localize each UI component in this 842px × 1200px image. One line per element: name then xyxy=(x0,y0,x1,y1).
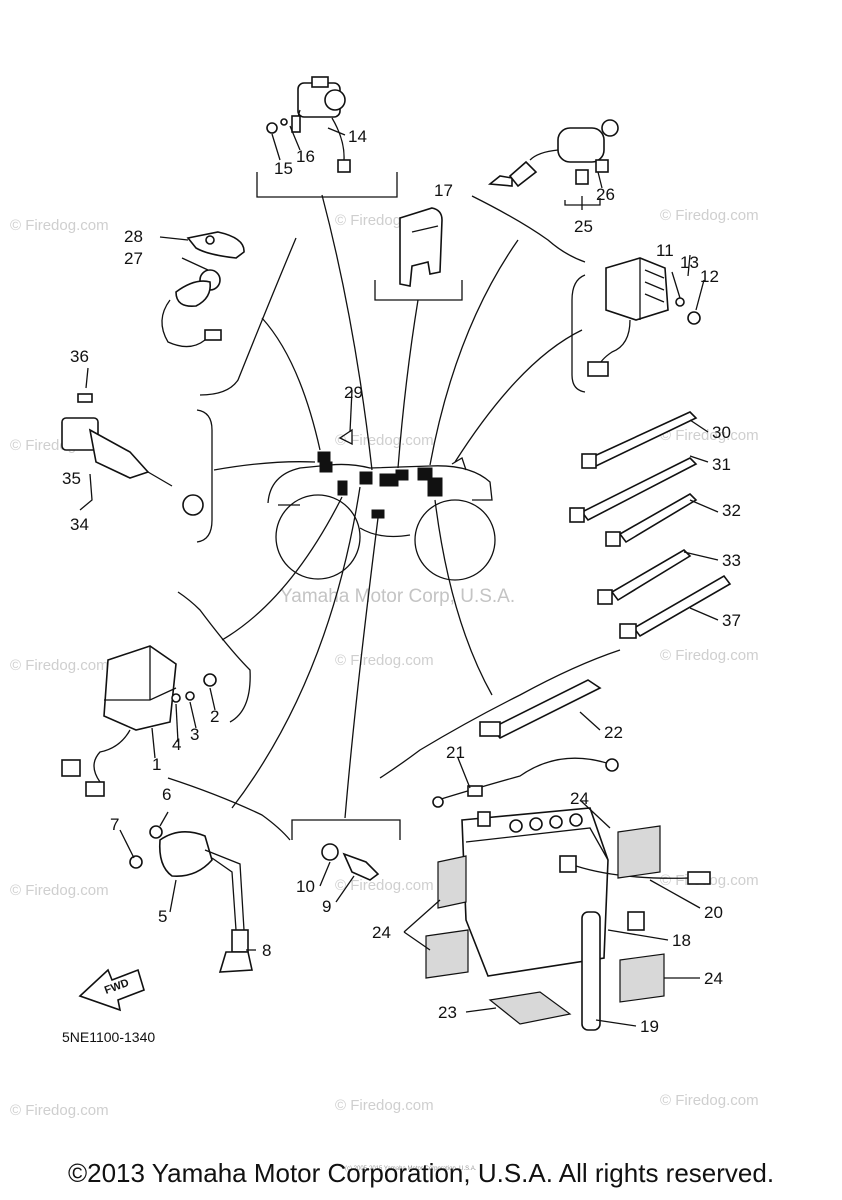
part-number-24: 24 xyxy=(704,969,723,988)
part-number-22: 22 xyxy=(604,723,623,742)
location-marker xyxy=(371,509,385,519)
location-marker xyxy=(319,461,333,473)
part-number-7: 7 xyxy=(110,815,119,834)
leader-lines xyxy=(213,194,583,819)
part-number-2: 2 xyxy=(210,707,219,726)
part-number-32: 32 xyxy=(722,501,741,520)
part-number-31: 31 xyxy=(712,455,731,474)
part-number-37: 37 xyxy=(722,611,741,630)
cable-ties xyxy=(569,411,732,639)
cover-17 xyxy=(399,207,443,287)
regulator-11 xyxy=(587,257,701,377)
battery xyxy=(461,807,711,1031)
part-number-labels: 1 2 3 4 5 6 7 8 9 10 11 12 13 14 15 16 1… xyxy=(62,127,741,1036)
ignition-coil-5 xyxy=(129,825,253,973)
part-number-35: 35 xyxy=(62,469,81,488)
part-number-25: 25 xyxy=(574,217,593,236)
tiny-notice: (c) 2005-2015 Yamaha Motor Corporation, … xyxy=(345,1166,477,1172)
cdi-unit-1 xyxy=(61,645,217,797)
watermark: © Firedog.com xyxy=(335,432,434,449)
location-marker xyxy=(359,471,373,485)
location-marker xyxy=(317,451,331,463)
part-number-19: 19 xyxy=(640,1017,659,1036)
part-number-16: 16 xyxy=(296,147,315,166)
part-number-17: 17 xyxy=(434,181,453,200)
fwd-arrow: FWD xyxy=(78,968,145,1012)
part-number-28: 28 xyxy=(124,227,143,246)
part-number-34: 34 xyxy=(70,515,89,534)
part-number-8: 8 xyxy=(262,941,271,960)
part-number-1: 1 xyxy=(152,755,161,774)
watermark: © Firedog.com xyxy=(660,207,759,224)
watermark: © Firedog.com xyxy=(335,652,434,669)
part-number-9: 9 xyxy=(322,897,331,916)
watermark: © Firedog.com xyxy=(335,1097,434,1114)
pads xyxy=(425,825,665,1025)
part-number-29: 29 xyxy=(344,383,363,402)
center-watermark: Yamaha Motor Corp, U.S.A. xyxy=(280,586,515,607)
part-number-5: 5 xyxy=(158,907,167,926)
location-marker xyxy=(417,467,433,481)
sensor-9-10 xyxy=(321,843,380,881)
atv-outline xyxy=(267,428,496,581)
part-number-36: 36 xyxy=(70,347,89,366)
location-marker xyxy=(395,469,409,481)
part-number-13: 13 xyxy=(680,253,699,272)
part-number-30: 30 xyxy=(712,423,731,442)
solenoid-25 xyxy=(487,119,619,206)
watermark: © Firedog.com xyxy=(660,1092,759,1109)
switch-34-35 xyxy=(61,393,204,516)
drawing-code: 5NE1100-1340 xyxy=(62,1029,155,1045)
part-number-20: 20 xyxy=(704,903,723,922)
battery-band-22 xyxy=(479,679,602,740)
watermark: © Firedog.com xyxy=(10,1102,109,1119)
part-number-11: 11 xyxy=(656,241,674,260)
part-number-26: 26 xyxy=(596,185,615,204)
sensor-27-28 xyxy=(161,231,245,348)
part-number-24: 24 xyxy=(570,789,589,808)
part-number-3: 3 xyxy=(190,725,199,744)
part-number-4: 4 xyxy=(172,735,181,754)
part-number-15: 15 xyxy=(274,159,293,178)
location-marker xyxy=(379,473,399,487)
callout-lines xyxy=(79,125,719,1027)
location-marker xyxy=(337,480,348,496)
starter-relay-14 xyxy=(266,76,351,173)
watermark-layer: © Firedog.com © Firedog.com © Firedog.co… xyxy=(10,207,759,1172)
watermark: © Firedog.com xyxy=(660,647,759,664)
part-number-18: 18 xyxy=(672,931,691,950)
watermark: © Firedog.com xyxy=(660,427,759,444)
part-number-33: 33 xyxy=(722,551,741,570)
part-number-12: 12 xyxy=(700,267,719,286)
watermark: © Firedog.com xyxy=(10,217,109,234)
part-number-21: 21 xyxy=(446,743,465,762)
part-number-24: 24 xyxy=(372,923,391,942)
part-number-27: 27 xyxy=(124,249,143,268)
part-number-23: 23 xyxy=(438,1003,457,1022)
wire-21 xyxy=(432,757,619,808)
part-number-14: 14 xyxy=(348,127,367,146)
part-number-10: 10 xyxy=(296,877,315,896)
group-brackets xyxy=(167,172,621,841)
watermark: © Firedog.com xyxy=(10,882,109,899)
location-marker xyxy=(427,477,443,497)
copyright-footer: ©2013 Yamaha Motor Corporation, U.S.A. A… xyxy=(67,1158,775,1188)
watermark: © Firedog.com xyxy=(10,657,109,674)
part-number-6: 6 xyxy=(162,785,171,804)
watermark: © Firedog.com xyxy=(335,877,434,894)
